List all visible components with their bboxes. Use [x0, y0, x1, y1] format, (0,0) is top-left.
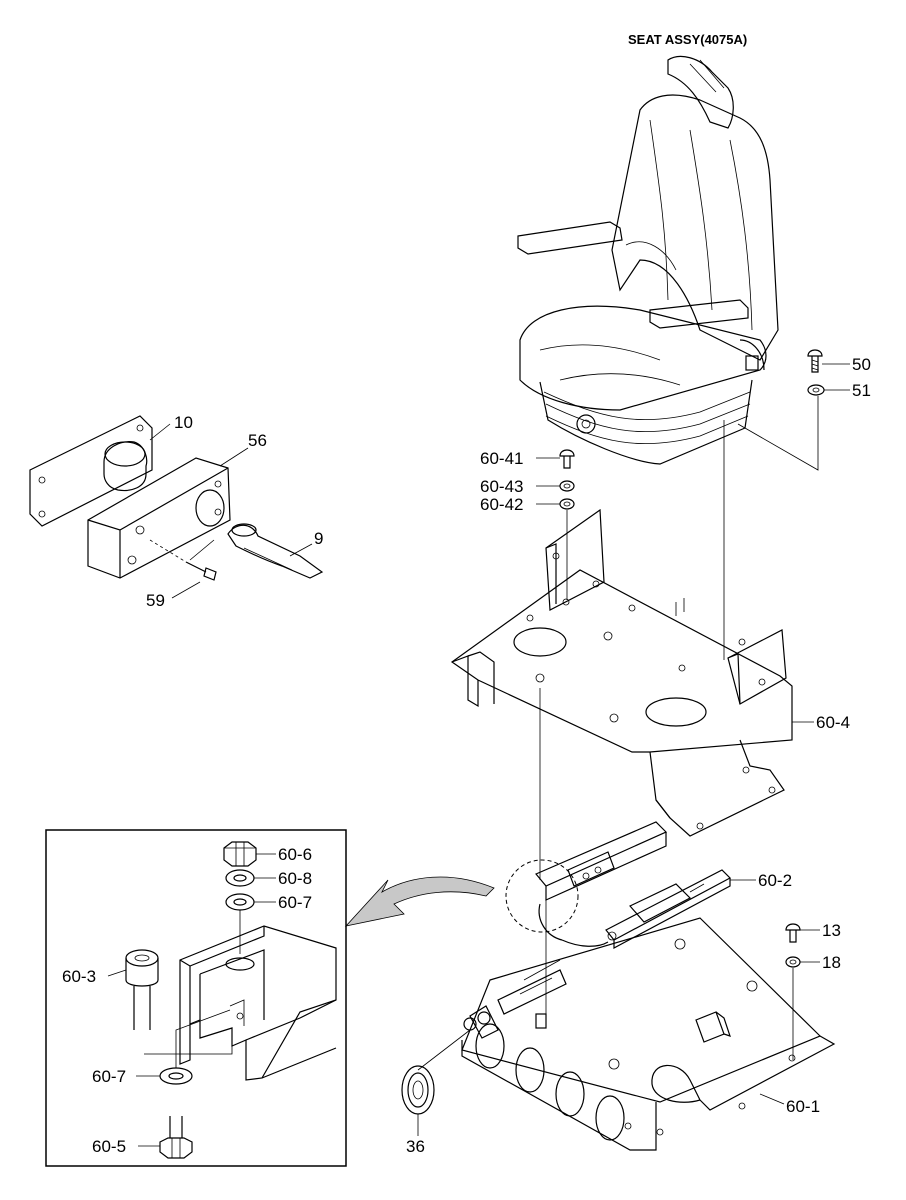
- label-60-43: 60-43: [480, 477, 523, 496]
- label-60-7-bottom: 60-7: [92, 1067, 126, 1086]
- label-60-1: 60-1: [786, 1097, 820, 1116]
- label-51: 51: [852, 381, 871, 400]
- label-60-41: 60-41: [480, 449, 523, 468]
- label-60-4: 60-4: [816, 713, 850, 732]
- label-13: 13: [822, 921, 841, 940]
- part-60-3-bolt: [125, 949, 159, 1030]
- part-60-4-seat-plate: [450, 508, 793, 837]
- label-60-3: 60-3: [62, 967, 96, 986]
- detail-leader-lines: [107, 853, 276, 1147]
- label-60-8: 60-8: [278, 869, 312, 888]
- part-60-7-washer-bottom: [159, 1067, 193, 1085]
- part-60-42-washer: [559, 498, 575, 510]
- part-50-screw: [807, 349, 823, 373]
- label-56: 56: [248, 431, 267, 450]
- part-18-washer: [785, 956, 801, 968]
- part-59-bolt: [149, 539, 217, 581]
- label-60-42: 60-42: [480, 495, 523, 514]
- label-9: 9: [314, 529, 323, 548]
- label-60-7-top: 60-7: [278, 893, 312, 912]
- label-50: 50: [852, 355, 871, 374]
- part-13-bolt: [785, 923, 801, 943]
- part-51-washer: [807, 384, 825, 396]
- label-10: 10: [174, 413, 193, 432]
- detail-rail-section: [179, 925, 337, 1081]
- part-60-2-slide-rail: [535, 821, 731, 950]
- label-59: 59: [146, 591, 165, 610]
- part-56-block: [87, 457, 231, 579]
- detail-callout-circle: [505, 859, 579, 933]
- part-60-5-nut: [159, 1116, 193, 1159]
- part-60-1-base-frame: [461, 917, 836, 1151]
- part-36-grommet: [401, 1065, 435, 1115]
- part-60-6-nut: [223, 841, 257, 867]
- detail-arrow: [344, 876, 495, 927]
- label-60-5: 60-5: [92, 1137, 126, 1156]
- part-60-8-washer: [225, 869, 255, 887]
- label-36: 36: [406, 1137, 425, 1156]
- part-9-bracket: [227, 523, 324, 579]
- seat-assembly: [517, 55, 779, 465]
- part-60-7-washer-top: [225, 893, 255, 911]
- part-60-43-washer: [559, 480, 575, 492]
- part-60-41-bolt: [559, 449, 575, 469]
- part-10-plate: [29, 415, 153, 527]
- detail-box: [45, 829, 347, 1167]
- label-60-6: 60-6: [278, 845, 312, 864]
- diagram-title: SEAT ASSY(4075A): [628, 32, 747, 47]
- label-60-2: 60-2: [758, 871, 792, 890]
- label-18: 18: [822, 953, 841, 972]
- assembly-lines: [149, 363, 850, 1136]
